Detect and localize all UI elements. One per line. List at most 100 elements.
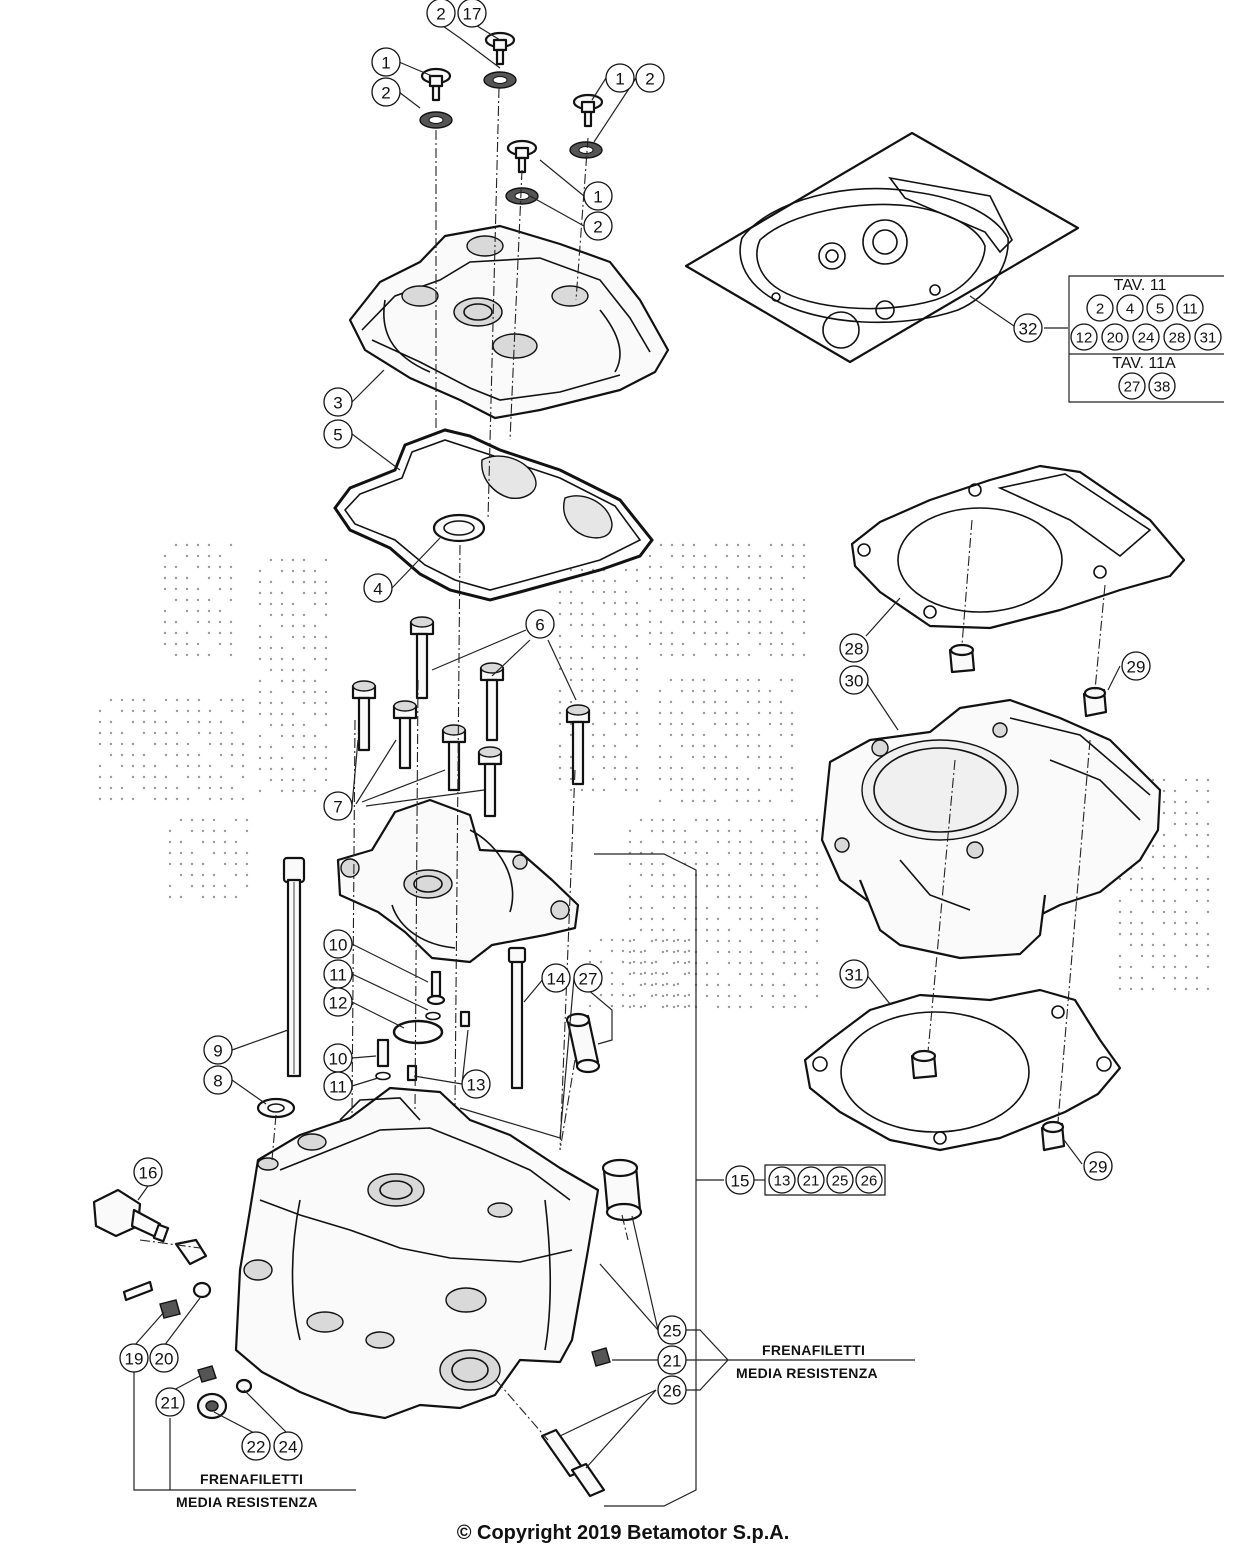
tav11-ref-24: 24: [1132, 323, 1160, 351]
kit15-ref-21: 21: [797, 1166, 825, 1194]
callout-number: 28: [845, 640, 864, 659]
valve-cover-gasket-part-5: [333, 428, 654, 602]
tav11a-ref-27: 27: [1118, 372, 1146, 400]
callout-c1c: 1: [583, 181, 613, 211]
callout-c25: 25: [657, 1315, 687, 1345]
temperature-sensor-part-16: [92, 1188, 170, 1243]
tav11a-title: TAV. 11A: [1112, 355, 1176, 372]
callout-number: 2: [593, 218, 602, 237]
ref-number: 24: [1138, 330, 1155, 347]
callout-number: 25: [663, 1322, 682, 1341]
callout-c16: 16: [133, 1157, 163, 1187]
note-left-line2: MEDIA RESISTENZA: [176, 1494, 318, 1510]
reference-table-box: [1068, 275, 1224, 403]
callout-number: 4: [373, 580, 382, 599]
callout-c32: 32: [1013, 313, 1043, 343]
ref-number: 26: [861, 1173, 878, 1190]
callout-number: 1: [381, 54, 390, 73]
callout-number: 20: [155, 1350, 174, 1369]
tav11-ref-28: 28: [1163, 323, 1191, 351]
callout-number: 22: [247, 1438, 266, 1457]
callout-number: 10: [329, 936, 348, 955]
callout-c9: 9: [203, 1035, 233, 1065]
head-gasket-part-28: [850, 464, 1186, 630]
cover-bolts-parts-1-2-17: [419, 31, 604, 205]
callout-number: 2: [645, 70, 654, 89]
callout-c10b: 10: [323, 1043, 353, 1073]
callout-c13: 13: [461, 1069, 491, 1099]
callout-number: 24: [279, 1438, 298, 1457]
ref-number: 20: [1107, 330, 1124, 347]
callout-number: 9: [213, 1042, 222, 1061]
callout-c19: 19: [119, 1343, 149, 1373]
callout-number: 1: [593, 188, 602, 207]
cylinder-base-gasket-part-31: [803, 988, 1122, 1152]
callout-number: 17: [463, 5, 482, 24]
callout-c20: 20: [149, 1343, 179, 1373]
callout-c2c: 2: [635, 63, 665, 93]
tav11-ref-12: 12: [1070, 323, 1098, 351]
cylinder-part-30: [820, 698, 1162, 960]
callout-c21a: 21: [155, 1387, 185, 1417]
kit15-ref-25: 25: [826, 1166, 854, 1194]
callout-c29b: 29: [1083, 1151, 1113, 1181]
watermark-dot-field: [98, 543, 1210, 1009]
callout-number: 27: [579, 970, 598, 989]
callout-number: 14: [547, 970, 566, 989]
kit15-ref-26: 26: [855, 1166, 883, 1194]
callout-c21b: 21: [657, 1345, 687, 1375]
callout-c14: 14: [541, 963, 571, 993]
callout-number: 6: [535, 616, 544, 635]
tav11-ref-5: 5: [1146, 294, 1174, 322]
callout-c29a: 29: [1121, 651, 1151, 681]
ref-number: 12: [1076, 330, 1093, 347]
callout-c22: 22: [241, 1431, 271, 1461]
callout-number: 26: [663, 1382, 682, 1401]
ref-number: 27: [1124, 379, 1141, 396]
valve-cover-part-3: [348, 224, 670, 420]
ref-number: 13: [774, 1173, 791, 1190]
callout-number: 2: [381, 84, 390, 103]
ref-number: 5: [1156, 301, 1164, 318]
callout-c1a: 1: [371, 47, 401, 77]
callout-number: 12: [329, 994, 348, 1013]
callout-number: 31: [845, 966, 864, 985]
callout-number: 7: [333, 798, 342, 817]
callout-c6: 6: [525, 609, 555, 639]
dowel-pins-part-26: [540, 1428, 606, 1498]
ref-number: 31: [1200, 330, 1217, 347]
note-left-line1: FRENAFILETTI: [200, 1471, 303, 1487]
assembly-axes: [139, 87, 1106, 1441]
leader-lines: [133, 23, 1121, 1507]
callout-c2a: 2: [371, 77, 401, 107]
head-bolts-parts-6-7: [351, 616, 591, 818]
callout-number: 32: [1019, 320, 1038, 339]
callout-number: 8: [213, 1072, 222, 1091]
callout-number: 29: [1127, 658, 1146, 677]
callout-c7: 7: [323, 791, 353, 821]
callout-c31: 31: [839, 959, 869, 989]
callout-c1b: 1: [605, 63, 635, 93]
callout-c4: 4: [363, 573, 393, 603]
callout-number: 10: [329, 1050, 348, 1069]
callout-number: 21: [663, 1352, 682, 1371]
tav11a-ref-38: 38: [1148, 372, 1176, 400]
ref-number: 2: [1096, 301, 1104, 318]
callout-c5: 5: [323, 419, 353, 449]
callout-c3: 3: [323, 387, 353, 417]
tav11-ref-4: 4: [1116, 294, 1144, 322]
ref-number: 11: [1182, 301, 1198, 318]
ref-number: 38: [1154, 379, 1171, 396]
callout-number: 16: [139, 1164, 158, 1183]
ref-number: 25: [832, 1173, 849, 1190]
copyright-notice: © Copyright 2019 Betamotor S.p.A.: [456, 1522, 790, 1544]
tav11-ref-20: 20: [1101, 323, 1129, 351]
callout-c10a: 10: [323, 929, 353, 959]
callout-number: 13: [467, 1076, 486, 1095]
tav11-title: TAV. 11: [1114, 277, 1167, 294]
callout-c2d: 2: [583, 211, 613, 241]
kit15-ref-13: 13: [768, 1166, 796, 1194]
callout-number: 21: [161, 1394, 180, 1413]
